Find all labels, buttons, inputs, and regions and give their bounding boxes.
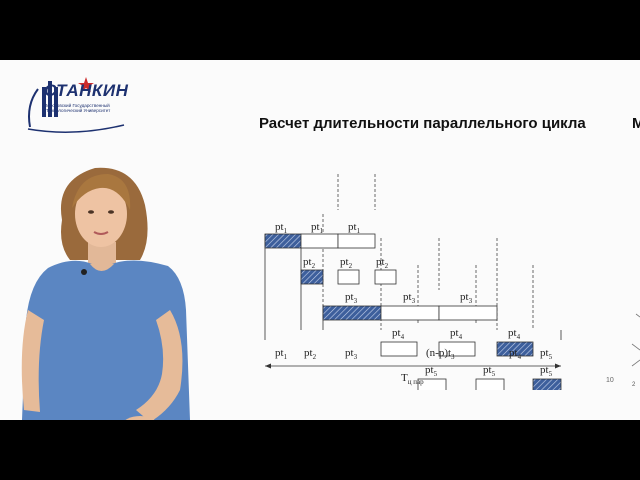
label-row3-1: pt3 [345, 291, 358, 305]
cut-slide-content: 2 [631, 313, 640, 388]
bar-row5-a [417, 378, 447, 390]
bar-row2-b [337, 269, 360, 285]
bar-row4-b [438, 341, 476, 357]
slide-title: Расчет длительности параллельного цикла [259, 115, 586, 132]
svg-text:2: 2 [632, 382, 636, 388]
total-cycle-label: Tц пар [401, 372, 424, 386]
row2-labels: pt2 pt2 pt2 [303, 256, 389, 270]
bottom-label-4: (n-p)t3 [426, 347, 455, 361]
bar-row1-c [337, 233, 376, 249]
row1-labels: pt1 pt1 pt1 [275, 221, 361, 235]
bottom-label-2: pt2 [304, 347, 317, 361]
cut-title-letter: М [632, 115, 640, 132]
bar-row1-b [300, 233, 339, 249]
bar-row2-hatched [300, 269, 324, 285]
row3-labels: pt3 pt3 pt3 [345, 291, 473, 305]
parallel-cycle-diagram: pt1 pt1 pt1 pt2 pt2 pt2 pt3 pt3 pt3 pt4 … [264, 174, 562, 390]
label-row3-2: pt3 [403, 291, 416, 305]
bottom-label-5: pt4 [509, 347, 522, 361]
label-row1-1: pt1 [275, 221, 288, 235]
slide: СТАНКИН Московский Государственный Техно… [0, 60, 640, 420]
letterbox-bottom [0, 420, 640, 480]
bar-row3-b [380, 305, 440, 321]
label-row3-3: pt3 [460, 291, 473, 305]
label-row1-3: pt1 [348, 221, 361, 235]
logo-wordmark: СТАНКИН [44, 81, 129, 100]
arrow-right [555, 363, 561, 369]
bar-row1-hatched [264, 233, 302, 249]
label-row5-2: pt5 [483, 364, 496, 378]
letterbox-top [0, 0, 640, 60]
bar-row3-c [438, 305, 498, 321]
label-row1-2: pt1 [311, 221, 324, 235]
label-row4-2: pt4 [450, 327, 463, 341]
label-row2-1: pt2 [303, 256, 316, 270]
bar-row2-c [374, 269, 397, 285]
presenter [21, 167, 190, 420]
label-row4-3: pt4 [508, 327, 521, 341]
arrow-left [265, 363, 271, 369]
bar-row4-a [380, 341, 418, 357]
page-number: 10 [606, 377, 614, 384]
row4-labels: pt4 pt4 pt4 [392, 327, 521, 341]
bar-row5-hatched [532, 378, 562, 390]
cycle-totals: pt1 pt2 pt3 (n-p)t3 pt4 pt5 Tц пар [265, 347, 561, 386]
row5-labels: pt5 pt5 pt5 [425, 364, 553, 378]
bottom-label-1: pt1 [275, 347, 288, 361]
bottom-label-6: pt5 [540, 347, 553, 361]
label-row5-3: pt5 [540, 364, 553, 378]
label-row2-3: pt2 [376, 256, 389, 270]
logo-emblem [27, 77, 125, 133]
label-row5-1: pt5 [425, 364, 438, 378]
bottom-label-3: pt3 [345, 347, 358, 361]
bar-row3-hatched [322, 305, 382, 321]
label-row4-1: pt4 [392, 327, 405, 341]
logo-subtitle: Московский Государственный Технологическ… [46, 103, 111, 114]
bar-row4-hatched [496, 341, 534, 357]
bar-row5-b [475, 378, 505, 390]
label-row2-2: pt2 [340, 256, 353, 270]
